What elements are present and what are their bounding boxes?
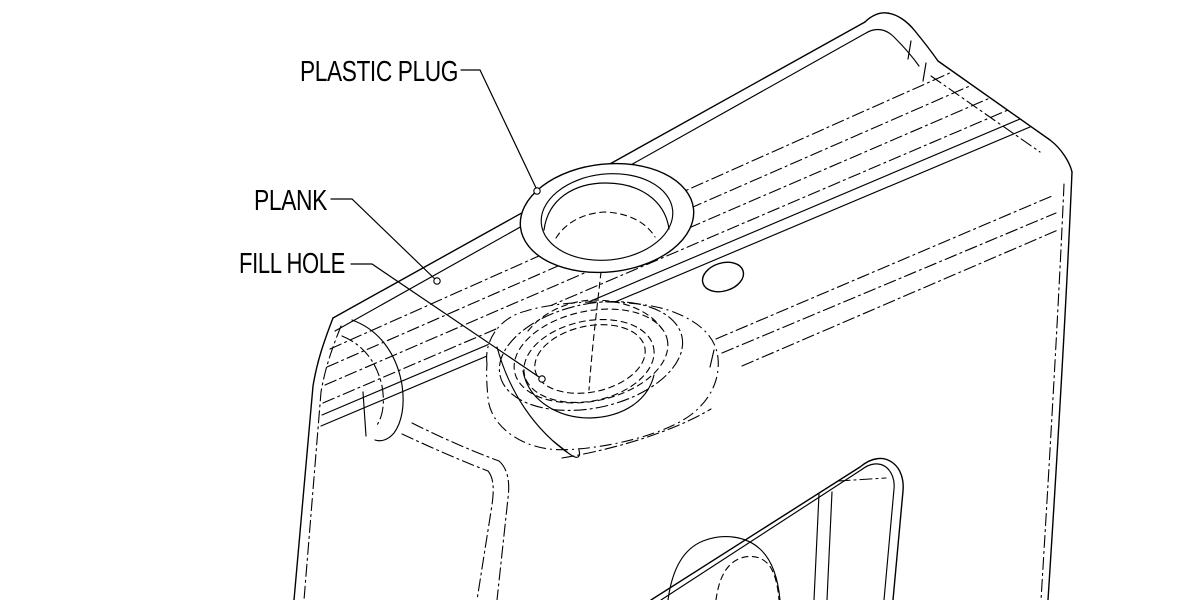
right-edge	[1047, 171, 1073, 600]
groove-line-right	[496, 460, 510, 600]
plastic-plug-drawing	[519, 162, 695, 274]
chamfer-band	[341, 195, 1059, 600]
fill-countersink-ring-2	[513, 308, 669, 404]
band-lower-right	[715, 195, 1053, 340]
vent-hole	[701, 261, 745, 293]
top-back-inner-edge	[334, 28, 920, 332]
panel-rim-outer	[650, 457, 904, 600]
callout-fill-hole: FILL HOLE	[239, 248, 546, 383]
fill-recess-tick-bottom	[552, 440, 568, 453]
plug-rim-ring	[540, 173, 674, 261]
fill-countersink-ring-outer	[498, 301, 684, 411]
panel-pocket-hidden	[715, 555, 780, 600]
fill-hole-drawing	[486, 271, 719, 459]
top-end-edge	[937, 60, 1073, 173]
corner-seam	[362, 391, 367, 437]
band-lower-right-3	[741, 229, 1059, 367]
panel-wall-line-1	[813, 493, 820, 600]
top-front-edge	[321, 118, 1021, 416]
left-edge-tangent	[303, 325, 342, 600]
fill-recess-lower-tangent	[561, 408, 712, 459]
panel-pocket-edge	[667, 536, 781, 600]
panel-wall-line-2	[826, 491, 833, 600]
corner-round-outer	[351, 319, 404, 442]
left-edge	[293, 317, 334, 600]
corner-seam-tick-1	[907, 40, 912, 60]
panel-corner-tangent	[837, 477, 887, 482]
plank-line	[322, 109, 1009, 404]
leader-dot-plank	[433, 277, 441, 285]
callout-plastic-plug: PLASTIC PLUG	[300, 56, 541, 195]
leader-line-plank	[330, 198, 438, 282]
top-right-corner	[864, 12, 939, 62]
plastic-plug-label: PLASTIC PLUG	[300, 56, 458, 88]
band-lower-left	[401, 433, 489, 472]
leader-dot-fill-hole	[538, 375, 546, 383]
fill-hole-hidden-rim	[523, 318, 655, 404]
corner-round-tangent	[341, 335, 384, 426]
plug-inner-lip	[543, 182, 670, 231]
fill-recess-tick-right	[709, 349, 715, 368]
fill-hole-bottom-edge	[522, 370, 655, 419]
fill-countersink-ring-3	[527, 299, 663, 332]
top-end-tangent	[930, 75, 1041, 153]
leader-line-plastic-plug	[460, 69, 538, 191]
band-lower-left-2	[411, 422, 500, 462]
tank-outline	[293, 12, 1073, 600]
callouts: PLASTIC PLUG PLANK FILL HOLE	[239, 56, 546, 383]
top-front-edge-2	[320, 126, 1031, 427]
fill-pipe-hidden-line	[588, 271, 602, 391]
callout-plank: PLANK	[254, 185, 441, 285]
fill-recess-boundary	[486, 301, 719, 451]
recessed-panel	[650, 457, 904, 600]
fill-hole-inner-ring	[534, 324, 646, 394]
plank-label: PLANK	[254, 185, 328, 217]
plug-hidden-edge	[555, 211, 656, 239]
vent-hole-ellipse	[701, 261, 745, 293]
fill-hole-label: FILL HOLE	[239, 248, 345, 280]
band-lower-right-2	[721, 212, 1057, 354]
right-edge-tangent	[1040, 183, 1065, 600]
corner-seam-tick-2	[922, 62, 927, 82]
panel-rim-inner	[660, 463, 895, 600]
leader-dot-plastic-plug	[533, 187, 541, 195]
leader-line-fill-hole	[350, 263, 543, 380]
groove-line-left	[476, 470, 494, 600]
plug-outer-ring	[519, 162, 695, 274]
